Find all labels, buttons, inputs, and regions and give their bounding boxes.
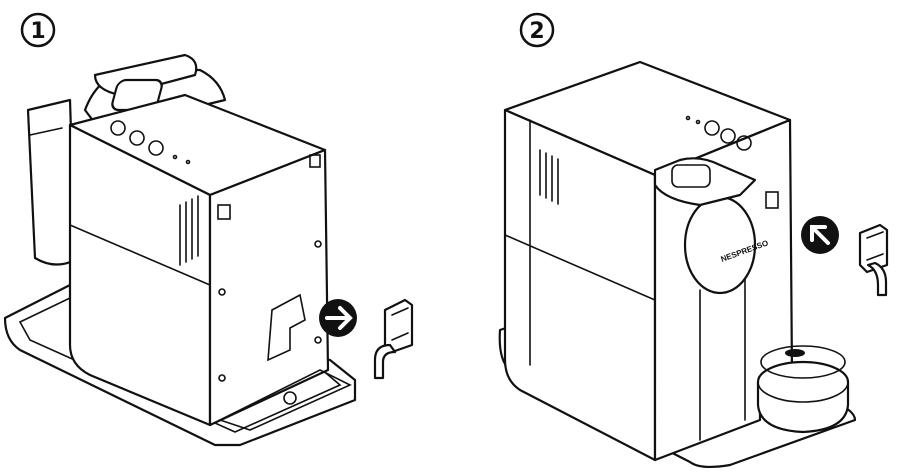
machine-back: [208, 148, 330, 427]
milk-connector-part: [373, 298, 414, 380]
machine-front: [503, 108, 657, 462]
step-2-badge: [519, 12, 555, 48]
machine-side: [68, 123, 212, 427]
step-1-badge: [20, 12, 56, 48]
connector-slot: [267, 293, 306, 362]
lever: [653, 157, 757, 207]
step-2-number: 2: [529, 19, 544, 44]
step-1-illustration: 1: [3, 12, 414, 447]
milk-jug: [26, 98, 77, 266]
step-1-number: 1: [30, 19, 45, 44]
milk-connector-part: [858, 223, 889, 297]
milk-cup: [760, 345, 846, 379]
brewing-head: [683, 195, 757, 295]
step-2-illustration: 2 NESPRESSO: [498, 12, 889, 469]
